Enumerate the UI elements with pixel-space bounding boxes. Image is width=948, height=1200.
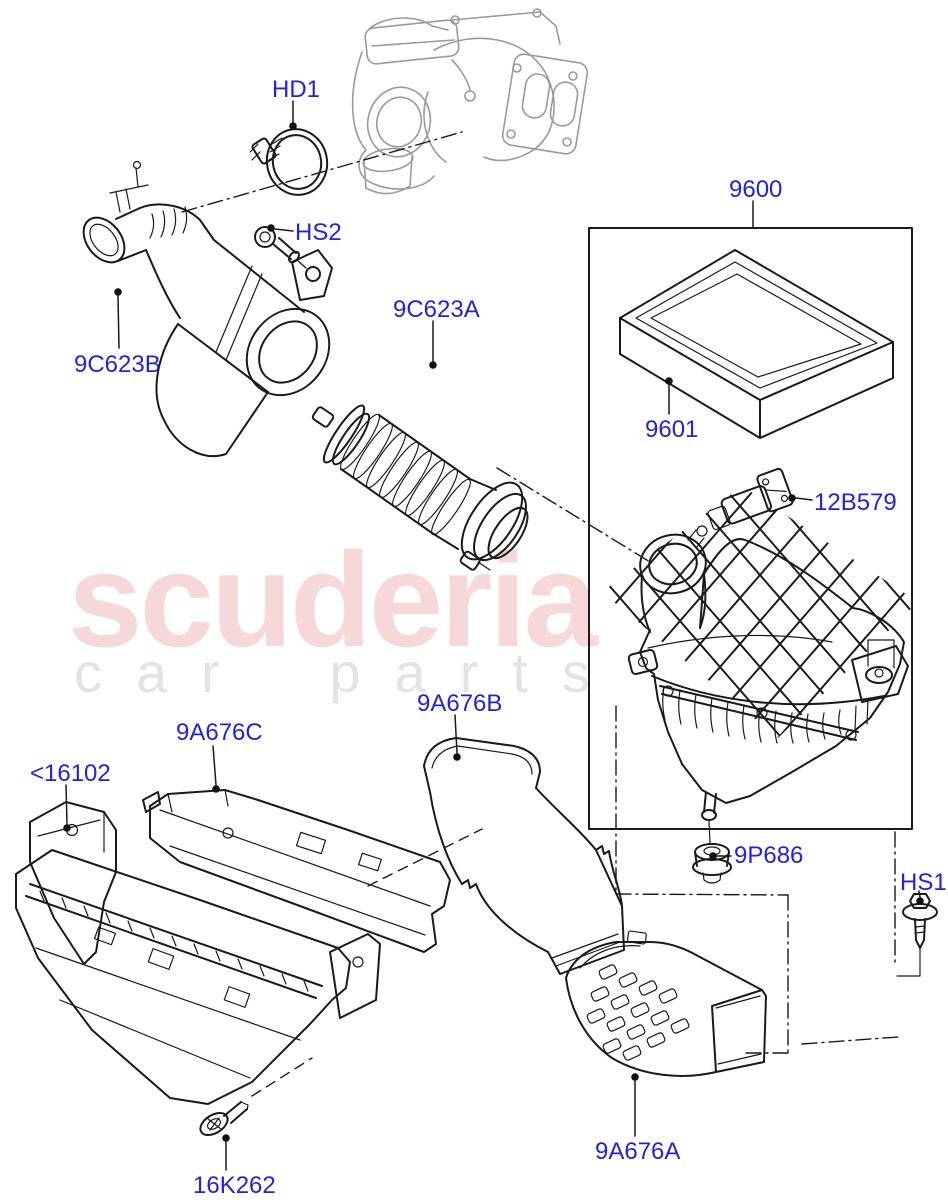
watermark-checker-pattern [602, 486, 918, 738]
maf-sensor-12b579-art [707, 467, 794, 531]
part-label-12b579[interactable]: 12B579 [814, 489, 897, 516]
intake-duct-9a676a-art [565, 930, 767, 1077]
part-label-16102[interactable]: <16102 [30, 760, 111, 787]
turbocharger-reference-art [351, 8, 589, 195]
part-label-9601[interactable]: 9601 [645, 416, 699, 443]
clamp-hd1-art [249, 128, 329, 196]
bracket-16102-art [29, 801, 117, 965]
flex-hose-9c623a-art [311, 404, 529, 571]
watermark-tagline-text: car parts [74, 641, 624, 704]
screw-hs1-art [896, 893, 938, 977]
duct-panel-9a676c-art [142, 789, 451, 953]
lower-panel-assembly-art [15, 849, 381, 1105]
part-label-9600[interactable]: 9600 [729, 176, 783, 203]
grommet-9p686-art [692, 820, 732, 884]
air-cleaner-housing-art [627, 525, 909, 821]
intake-pipe-9c623b-art [82, 160, 333, 458]
part-label-hd1[interactable]: HD1 [272, 76, 321, 103]
screw-16k262-art [199, 1101, 249, 1137]
kit-box-9600-outline [588, 227, 913, 830]
part-label-hs1[interactable]: HS1 [900, 869, 947, 896]
part-label-9c623a[interactable]: 9C623A [393, 296, 480, 323]
part-label-9a676a[interactable]: 9A676A [595, 1138, 681, 1165]
part-label-9a676c[interactable]: 9A676C [176, 719, 263, 746]
assembly-centerlines [181, 131, 899, 1097]
duct-9a676b-art [423, 737, 625, 975]
part-label-9a676b[interactable]: 9A676B [417, 690, 503, 717]
air-filter-9601-art [619, 249, 894, 439]
part-label-hs2[interactable]: HS2 [295, 219, 342, 246]
label-leader-lines [63, 100, 924, 1171]
part-label-16k262[interactable]: 16K262 [193, 1172, 276, 1199]
part-label-9c623b[interactable]: 9C623B [74, 351, 161, 378]
part-label-9p686[interactable]: 9P686 [734, 842, 804, 869]
